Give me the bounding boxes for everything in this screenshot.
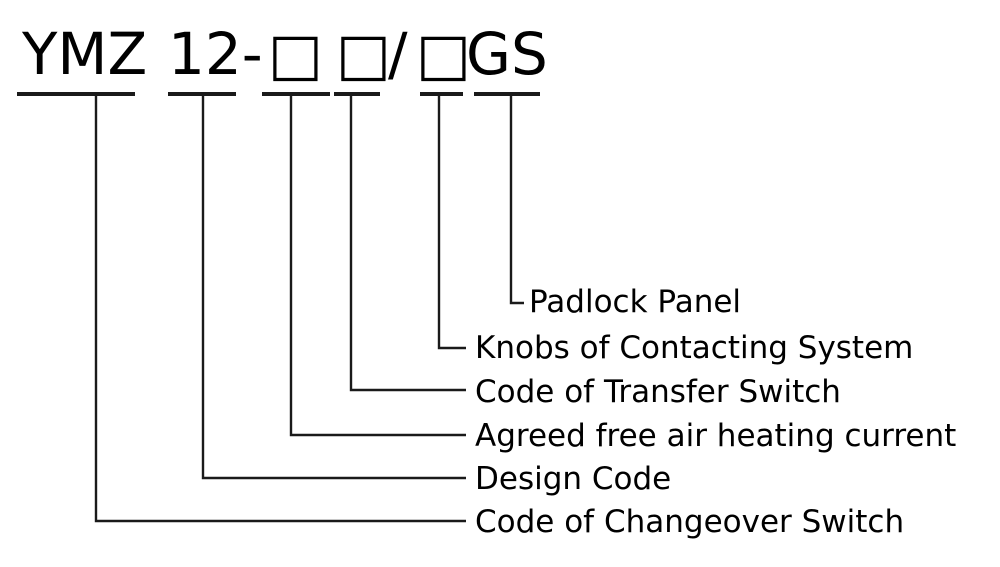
- leader-line-knobs-of-contacting-system: [437, 94, 466, 350]
- model-code-part-2: 12-: [168, 20, 263, 88]
- label-code-of-changeover-switch: Code of Changeover Switch: [475, 504, 904, 540]
- label-design-code: Design Code: [475, 461, 671, 497]
- leader-line-code-of-changeover-switch: [94, 94, 466, 523]
- leader-line-code-of-transfer-switch: [349, 94, 466, 392]
- leader-line-agreed-free-air-heating-current: [289, 94, 466, 437]
- leader-lines-group: [94, 94, 524, 523]
- model-code-part-1: YMZ: [21, 20, 147, 88]
- model-code-part-3: □: [268, 20, 323, 88]
- label-agreed-free-air-heating-current: Agreed free air heating current: [475, 418, 956, 454]
- leader-line-design-code: [201, 94, 466, 480]
- label-knobs-of-contacting-system: Knobs of Contacting System: [475, 330, 913, 366]
- label-padlock-panel: Padlock Panel: [529, 284, 741, 320]
- model-code-part-5: /: [388, 20, 408, 88]
- label-code-of-transfer-switch: Code of Transfer Switch: [475, 374, 841, 410]
- leader-line-padlock-panel: [509, 94, 524, 305]
- model-code-part-7: GS: [466, 20, 548, 88]
- model-code-part-4: □: [336, 20, 391, 88]
- model-code-part-6: □: [416, 20, 471, 88]
